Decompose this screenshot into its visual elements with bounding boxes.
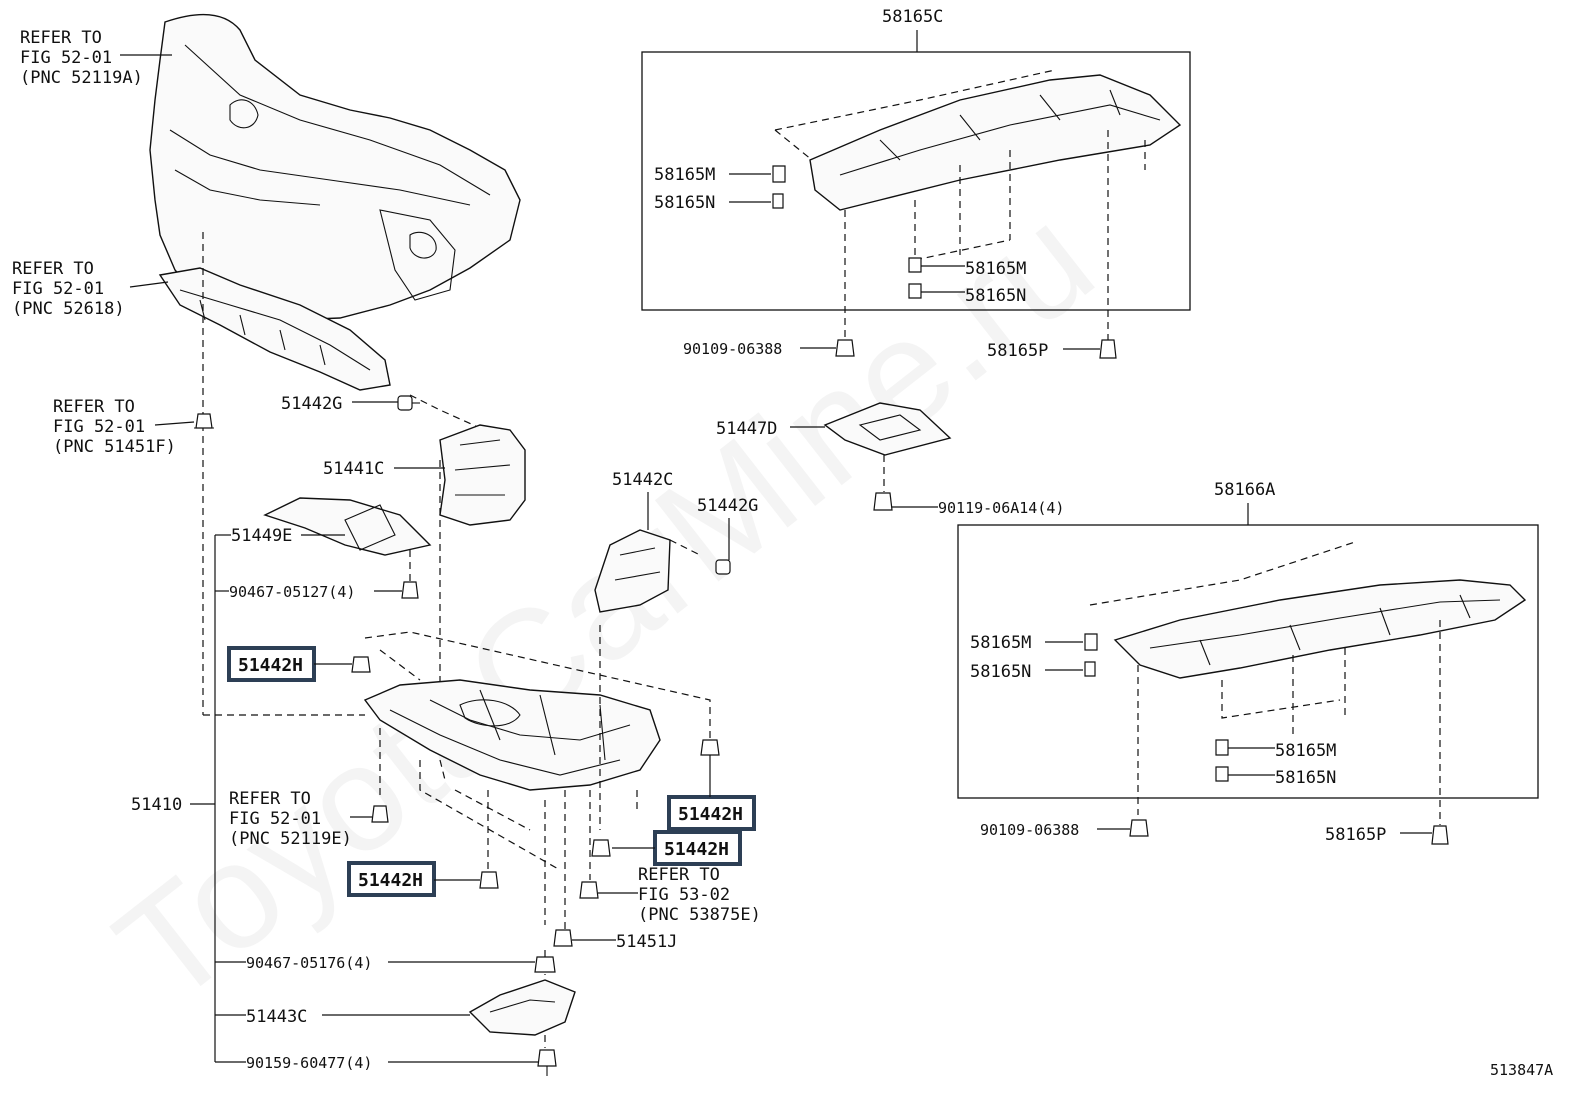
- bolt-90109-b: 90109-06388: [980, 819, 1149, 839]
- label-51442g-right: 51442G: [697, 496, 758, 516]
- label-58166a: 58166A: [1214, 480, 1275, 500]
- clip-51451j: 51451J: [553, 929, 677, 952]
- label-51442g-left: 51442G: [281, 394, 342, 414]
- cover-58166a-group: 58166A: [957, 480, 1539, 825]
- label-51442h-2: 51442H: [678, 804, 743, 825]
- label-51449e: 51449E: [231, 526, 292, 546]
- refer-bumper-line1: REFER TO: [20, 28, 102, 48]
- clip-58165n-d: 58165N: [1215, 766, 1336, 788]
- refer-51451f-line1: REFER TO: [53, 397, 135, 417]
- refer-52119e-line3: (PNC 52119E): [229, 829, 352, 849]
- refer-53875e-line3: (PNC 53875E): [638, 905, 761, 925]
- clip-58165m-a: 58165M: [654, 165, 786, 185]
- label-51442h-3: 51442H: [664, 839, 729, 860]
- label-90467-05176: 90467-05176(4): [246, 954, 372, 972]
- fastener-51442h-1: 51442H: [227, 646, 371, 682]
- label-51410: 51410: [131, 795, 182, 815]
- label-51441c: 51441C: [323, 459, 384, 479]
- seal-51449e: 51449E: [215, 497, 432, 556]
- fastener-51442h-2: 51442H: [667, 739, 756, 831]
- refer-53875e-label: REFER TO FIG 53-02 (PNC 53875E): [579, 865, 761, 925]
- clip-58165m-c: 58165M: [970, 633, 1098, 653]
- bolt-90109-a: 90109-06388: [683, 339, 855, 358]
- label-58165n-c: 58165N: [970, 662, 1031, 682]
- clip-90467-05176: 90467-05176(4): [215, 954, 556, 973]
- refer-53875e-line1: REFER TO: [638, 865, 720, 885]
- label-51451j: 51451J: [616, 932, 677, 952]
- refer-52618-line1: REFER TO: [12, 259, 94, 279]
- label-58165p-b: 58165P: [1325, 825, 1386, 845]
- clip-58165p-b: 58165P: [1325, 825, 1449, 845]
- fastener-51442h-4: 51442H: [347, 861, 499, 897]
- refer-52618-line2: FIG 52-01: [12, 279, 104, 299]
- label-51443c: 51443C: [246, 1007, 307, 1027]
- refer-52119e-line2: FIG 52-01: [229, 809, 321, 829]
- bracket-51441c: 51441C: [323, 424, 526, 526]
- label-90119-06a14: 90119-06A14(4): [938, 499, 1064, 517]
- label-51442h-4: 51442H: [358, 870, 423, 891]
- label-58165m-b: 58165M: [965, 259, 1026, 279]
- clip-58165n-c: 58165N: [970, 661, 1096, 682]
- fastener-51442g-right: 51442G: [697, 496, 758, 575]
- fastener-51442g-left: 51442G: [281, 394, 420, 414]
- clip-58165n-a: 58165N: [654, 193, 784, 213]
- refer-53875e-line2: FIG 53-02: [638, 885, 730, 905]
- label-51442h-1: 51442H: [238, 655, 303, 676]
- refer-52618-label: REFER TO FIG 52-01 (PNC 52618): [12, 259, 169, 319]
- bolt-90159-60477: 90159-60477(4): [215, 1049, 557, 1076]
- label-58165n-b: 58165N: [965, 286, 1026, 306]
- cover-58165c-group: 58165C: [641, 7, 1191, 340]
- refer-bumper-line2: FIG 52-01: [20, 48, 112, 68]
- label-58165n-a: 58165N: [654, 193, 715, 213]
- fastener-51442h-3: 51442H: [591, 830, 742, 866]
- label-58165m-d: 58165M: [1275, 741, 1336, 761]
- label-58165m-a: 58165M: [654, 165, 715, 185]
- refer-51451f-line2: FIG 52-01: [53, 417, 145, 437]
- refer-52119e-label: REFER TO FIG 52-01 (PNC 52119E): [229, 789, 389, 849]
- clip-58165m-b: 58165M: [908, 257, 1026, 279]
- refer-bumper-label: REFER TO FIG 52-01 (PNC 52119A): [20, 28, 172, 88]
- label-90467-05127: 90467-05127(4): [229, 583, 355, 601]
- label-90109-b: 90109-06388: [980, 821, 1079, 839]
- bracket-51442c: 51442C: [594, 470, 701, 613]
- cover-51447d: 51447D: [716, 402, 952, 492]
- label-58165c: 58165C: [882, 7, 943, 27]
- clip-90467-05127: 90467-05127(4): [215, 550, 419, 601]
- label-58165n-d: 58165N: [1275, 768, 1336, 788]
- front-bumper-drawing: [149, 13, 521, 321]
- engine-under-cover: [363, 631, 711, 800]
- figure-id: 513847A: [1490, 1061, 1553, 1079]
- clip-58165n-b: 58165N: [908, 283, 1026, 306]
- refer-52119e-line1: REFER TO: [229, 789, 311, 809]
- label-90109-a: 90109-06388: [683, 340, 782, 358]
- label-58165p-a: 58165P: [987, 341, 1048, 361]
- assembly-51410: 51410: [131, 795, 215, 815]
- cover-51443c: 51443C: [215, 979, 576, 1048]
- refer-51451f-label: REFER TO FIG 52-01 (PNC 51451F): [53, 397, 195, 457]
- refer-bumper-line3: (PNC 52119A): [20, 68, 143, 88]
- clip-51451f: [194, 413, 214, 429]
- refer-52618-line3: (PNC 52618): [12, 299, 125, 319]
- label-90159-60477: 90159-60477(4): [246, 1054, 372, 1072]
- label-51442c: 51442C: [612, 470, 673, 490]
- label-58165m-c: 58165M: [970, 633, 1031, 653]
- refer-51451f-line3: (PNC 51451F): [53, 437, 176, 457]
- clip-58165m-d: 58165M: [1215, 739, 1336, 761]
- clip-58165p-a: 58165P: [987, 339, 1117, 361]
- bolt-90119-06a14: 90119-06A14(4): [873, 492, 1064, 517]
- label-51447d: 51447D: [716, 419, 777, 439]
